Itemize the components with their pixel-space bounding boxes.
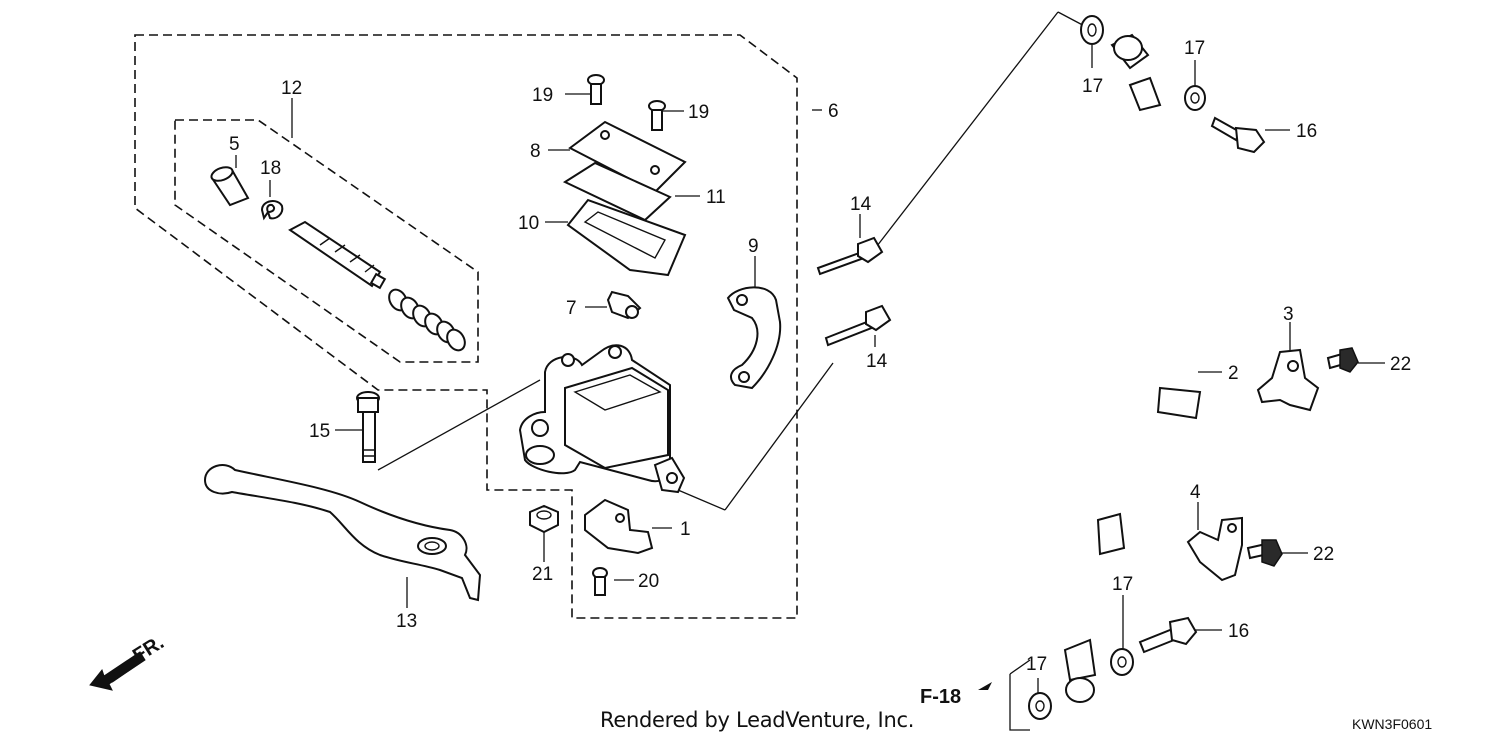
master-cylinder-6	[518, 344, 686, 494]
callout-21: 21	[532, 564, 553, 585]
callout-19-a: 19	[532, 85, 553, 106]
callout-8: 8	[530, 141, 541, 162]
washer-17-mid	[1110, 648, 1134, 676]
callout-6: 6	[828, 101, 839, 122]
circlip-18	[260, 200, 284, 221]
bolt-14-lower	[824, 304, 892, 347]
callout-4: 4	[1190, 482, 1201, 503]
boot-5	[210, 166, 250, 207]
spring	[388, 288, 466, 352]
assembly-12-outline	[174, 119, 479, 363]
callout-22-upper: 22	[1390, 354, 1411, 375]
leader-lines	[235, 11, 1385, 731]
callout-16-lower: 16	[1228, 621, 1249, 642]
nut-21	[529, 504, 559, 534]
bolt-14-upper	[816, 236, 884, 276]
washer-17-bottom	[1028, 692, 1052, 720]
hose-clamp-3	[1256, 348, 1320, 412]
diaphragm-plate-11	[562, 161, 672, 222]
callout-17-top-left: 17	[1082, 76, 1103, 97]
callout-16-upper: 16	[1296, 121, 1317, 142]
hose-clamp-4	[1186, 516, 1243, 582]
washer-17-top-right	[1184, 85, 1206, 111]
piston-set-12	[288, 220, 387, 290]
washer-17-top-left	[1080, 15, 1104, 45]
callout-17-bottom: 17	[1026, 654, 1047, 675]
screw-19-a	[587, 74, 605, 105]
banjo-bolt-16-upper	[1210, 116, 1266, 154]
bolt-22-upper	[1326, 347, 1359, 373]
callout-19-b: 19	[688, 102, 709, 123]
callout-14-upper: 14	[850, 194, 872, 215]
callout-17-top-right: 17	[1184, 38, 1205, 59]
callout-3: 3	[1283, 304, 1294, 325]
callout-20: 20	[638, 571, 659, 592]
bolt-22-lower	[1246, 539, 1283, 567]
callout-15: 15	[309, 421, 330, 442]
callout-2: 2	[1228, 363, 1239, 384]
float-7	[606, 290, 642, 320]
callout-14-lower: 14	[866, 351, 888, 372]
callout-10: 10	[518, 213, 539, 234]
callout-11: 11	[706, 187, 726, 208]
screw-19-b	[648, 100, 666, 131]
holder-9	[726, 286, 782, 390]
assembly-6-outline	[134, 34, 798, 619]
screw-20	[592, 567, 608, 596]
callout-17-mid: 17	[1112, 574, 1133, 595]
render-credit: Rendered by LeadVenture, Inc.	[600, 708, 915, 732]
brake-lever-13	[203, 464, 482, 602]
stop-switch-1	[584, 498, 654, 555]
callout-22-lower: 22	[1313, 544, 1334, 565]
diagram-code: KWN3F0601	[1352, 716, 1433, 732]
brake-hose-2	[1063, 33, 1202, 703]
callout-18: 18	[260, 158, 281, 179]
reference-label: F-18	[920, 686, 961, 708]
callout-1: 1	[680, 519, 691, 540]
reference-arrow-icon	[978, 682, 992, 690]
pivot-bolt-15	[356, 391, 380, 463]
callout-9: 9	[748, 236, 759, 257]
callout-12: 12	[281, 78, 302, 99]
front-direction-arrow-icon	[89, 651, 146, 691]
callout-7: 7	[566, 298, 577, 319]
callout-5: 5	[229, 134, 240, 155]
callout-13: 13	[396, 611, 417, 632]
banjo-bolt-16-lower	[1138, 616, 1198, 654]
